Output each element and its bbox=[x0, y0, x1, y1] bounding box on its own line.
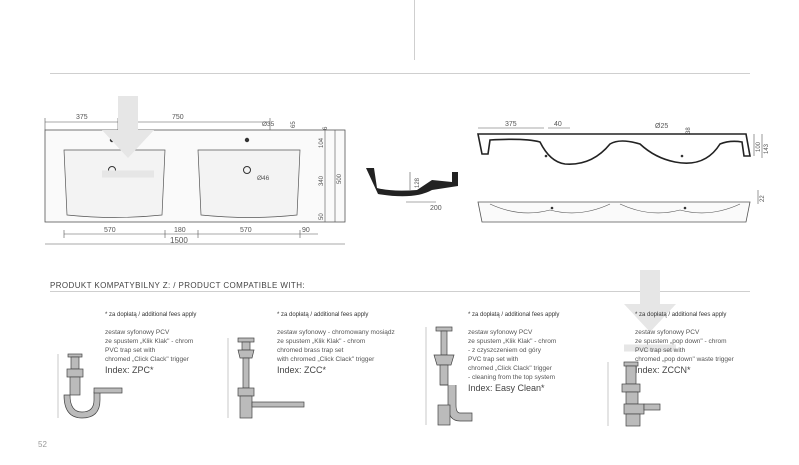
side-section-drawing: 128 200 bbox=[366, 168, 458, 212]
dim-side-1: 128 bbox=[415, 177, 421, 188]
dim-right-top-2: 6 bbox=[323, 126, 329, 130]
dim-front-hole: Ø25 bbox=[655, 123, 668, 130]
product-fee: * za dopłatą / additional fees apply bbox=[277, 312, 369, 318]
product-zpc: * za dopłatą / additional fees apply zes… bbox=[105, 311, 265, 375]
dim-bottom-2: 180 bbox=[174, 227, 186, 234]
dim-front-view-right: 22 bbox=[760, 195, 766, 202]
dim-right-2: 340 bbox=[319, 175, 325, 186]
top-divider bbox=[414, 0, 415, 60]
dim-front-top-right: 38 bbox=[686, 127, 692, 134]
trap-illustration-zcc bbox=[227, 337, 305, 419]
product-description: zestaw syfonowy - chromowany mosiądz ze … bbox=[277, 329, 395, 363]
product-index: Index: ZCC* bbox=[277, 365, 327, 375]
dim-side-2: 200 bbox=[430, 205, 442, 212]
product-index: Index: ZPC* bbox=[105, 365, 154, 375]
header-rule bbox=[50, 73, 750, 74]
product-fee: * za dopłatą / additional fees apply bbox=[635, 312, 727, 318]
top-view-drawing: 375 750 Ø35 65 6 Ø46 104 340 500 50 570 … bbox=[44, 114, 346, 245]
compatible-products-title: PRODUKT KOMPATYBILNY Z: / PRODUCT COMPAT… bbox=[50, 281, 305, 290]
dim-right-top-1: 65 bbox=[291, 121, 297, 128]
dim-bottom-1: 570 bbox=[104, 227, 116, 234]
page-number: 52 bbox=[38, 440, 47, 449]
dim-right-3: 500 bbox=[337, 173, 343, 184]
product-description: zestaw syfonowy PCV ze spustem „Klik Kla… bbox=[105, 329, 194, 363]
product-zccn: * za dopłatą / additional fees apply zes… bbox=[635, 311, 795, 375]
trap-illustration-easy-clean bbox=[425, 326, 473, 426]
front-section-drawing: 375 40 Ø25 38 100 143 22 bbox=[477, 121, 770, 223]
dim-top-2: 750 bbox=[172, 114, 184, 121]
dim-bottom-3: 570 bbox=[240, 227, 252, 234]
product-index: Index: ZCCN* bbox=[635, 365, 691, 375]
dim-top-1: 375 bbox=[76, 114, 88, 121]
product-fee: * za dopłatą / additional fees apply bbox=[468, 312, 560, 318]
dim-front-1: 375 bbox=[505, 121, 517, 128]
dim-bottom-4: 90 bbox=[302, 227, 310, 234]
product-fee: * za dopłatą / additional fees apply bbox=[105, 312, 197, 318]
section-rule bbox=[50, 291, 750, 292]
dim-total: 1500 bbox=[170, 236, 188, 245]
product-description: zestaw syfonowy PCV ze spustem „pop down… bbox=[635, 329, 734, 363]
dim-front-2: 40 bbox=[554, 121, 562, 128]
product-easy-clean: * za dopłatą / additional fees apply zes… bbox=[468, 311, 628, 393]
trap-illustration-zpc bbox=[57, 353, 123, 419]
dim-front-right-1: 100 bbox=[756, 141, 762, 152]
dim-front-right-2: 143 bbox=[764, 143, 770, 154]
dim-drain: Ø46 bbox=[257, 175, 270, 182]
dim-right-1: 104 bbox=[319, 137, 325, 148]
product-description: zestaw syfonowy PCV ze spustem „Klik Kla… bbox=[468, 329, 557, 381]
product-index: Index: Easy Clean* bbox=[468, 383, 545, 393]
trap-illustration-zccn bbox=[607, 361, 661, 427]
product-zcc: * za dopłatą / additional fees apply zes… bbox=[277, 311, 437, 375]
download-arrow-icon bbox=[102, 96, 154, 178]
download-arrow-icon bbox=[624, 270, 676, 352]
dim-right-4: 50 bbox=[319, 213, 325, 220]
dim-hole: Ø35 bbox=[262, 121, 275, 128]
